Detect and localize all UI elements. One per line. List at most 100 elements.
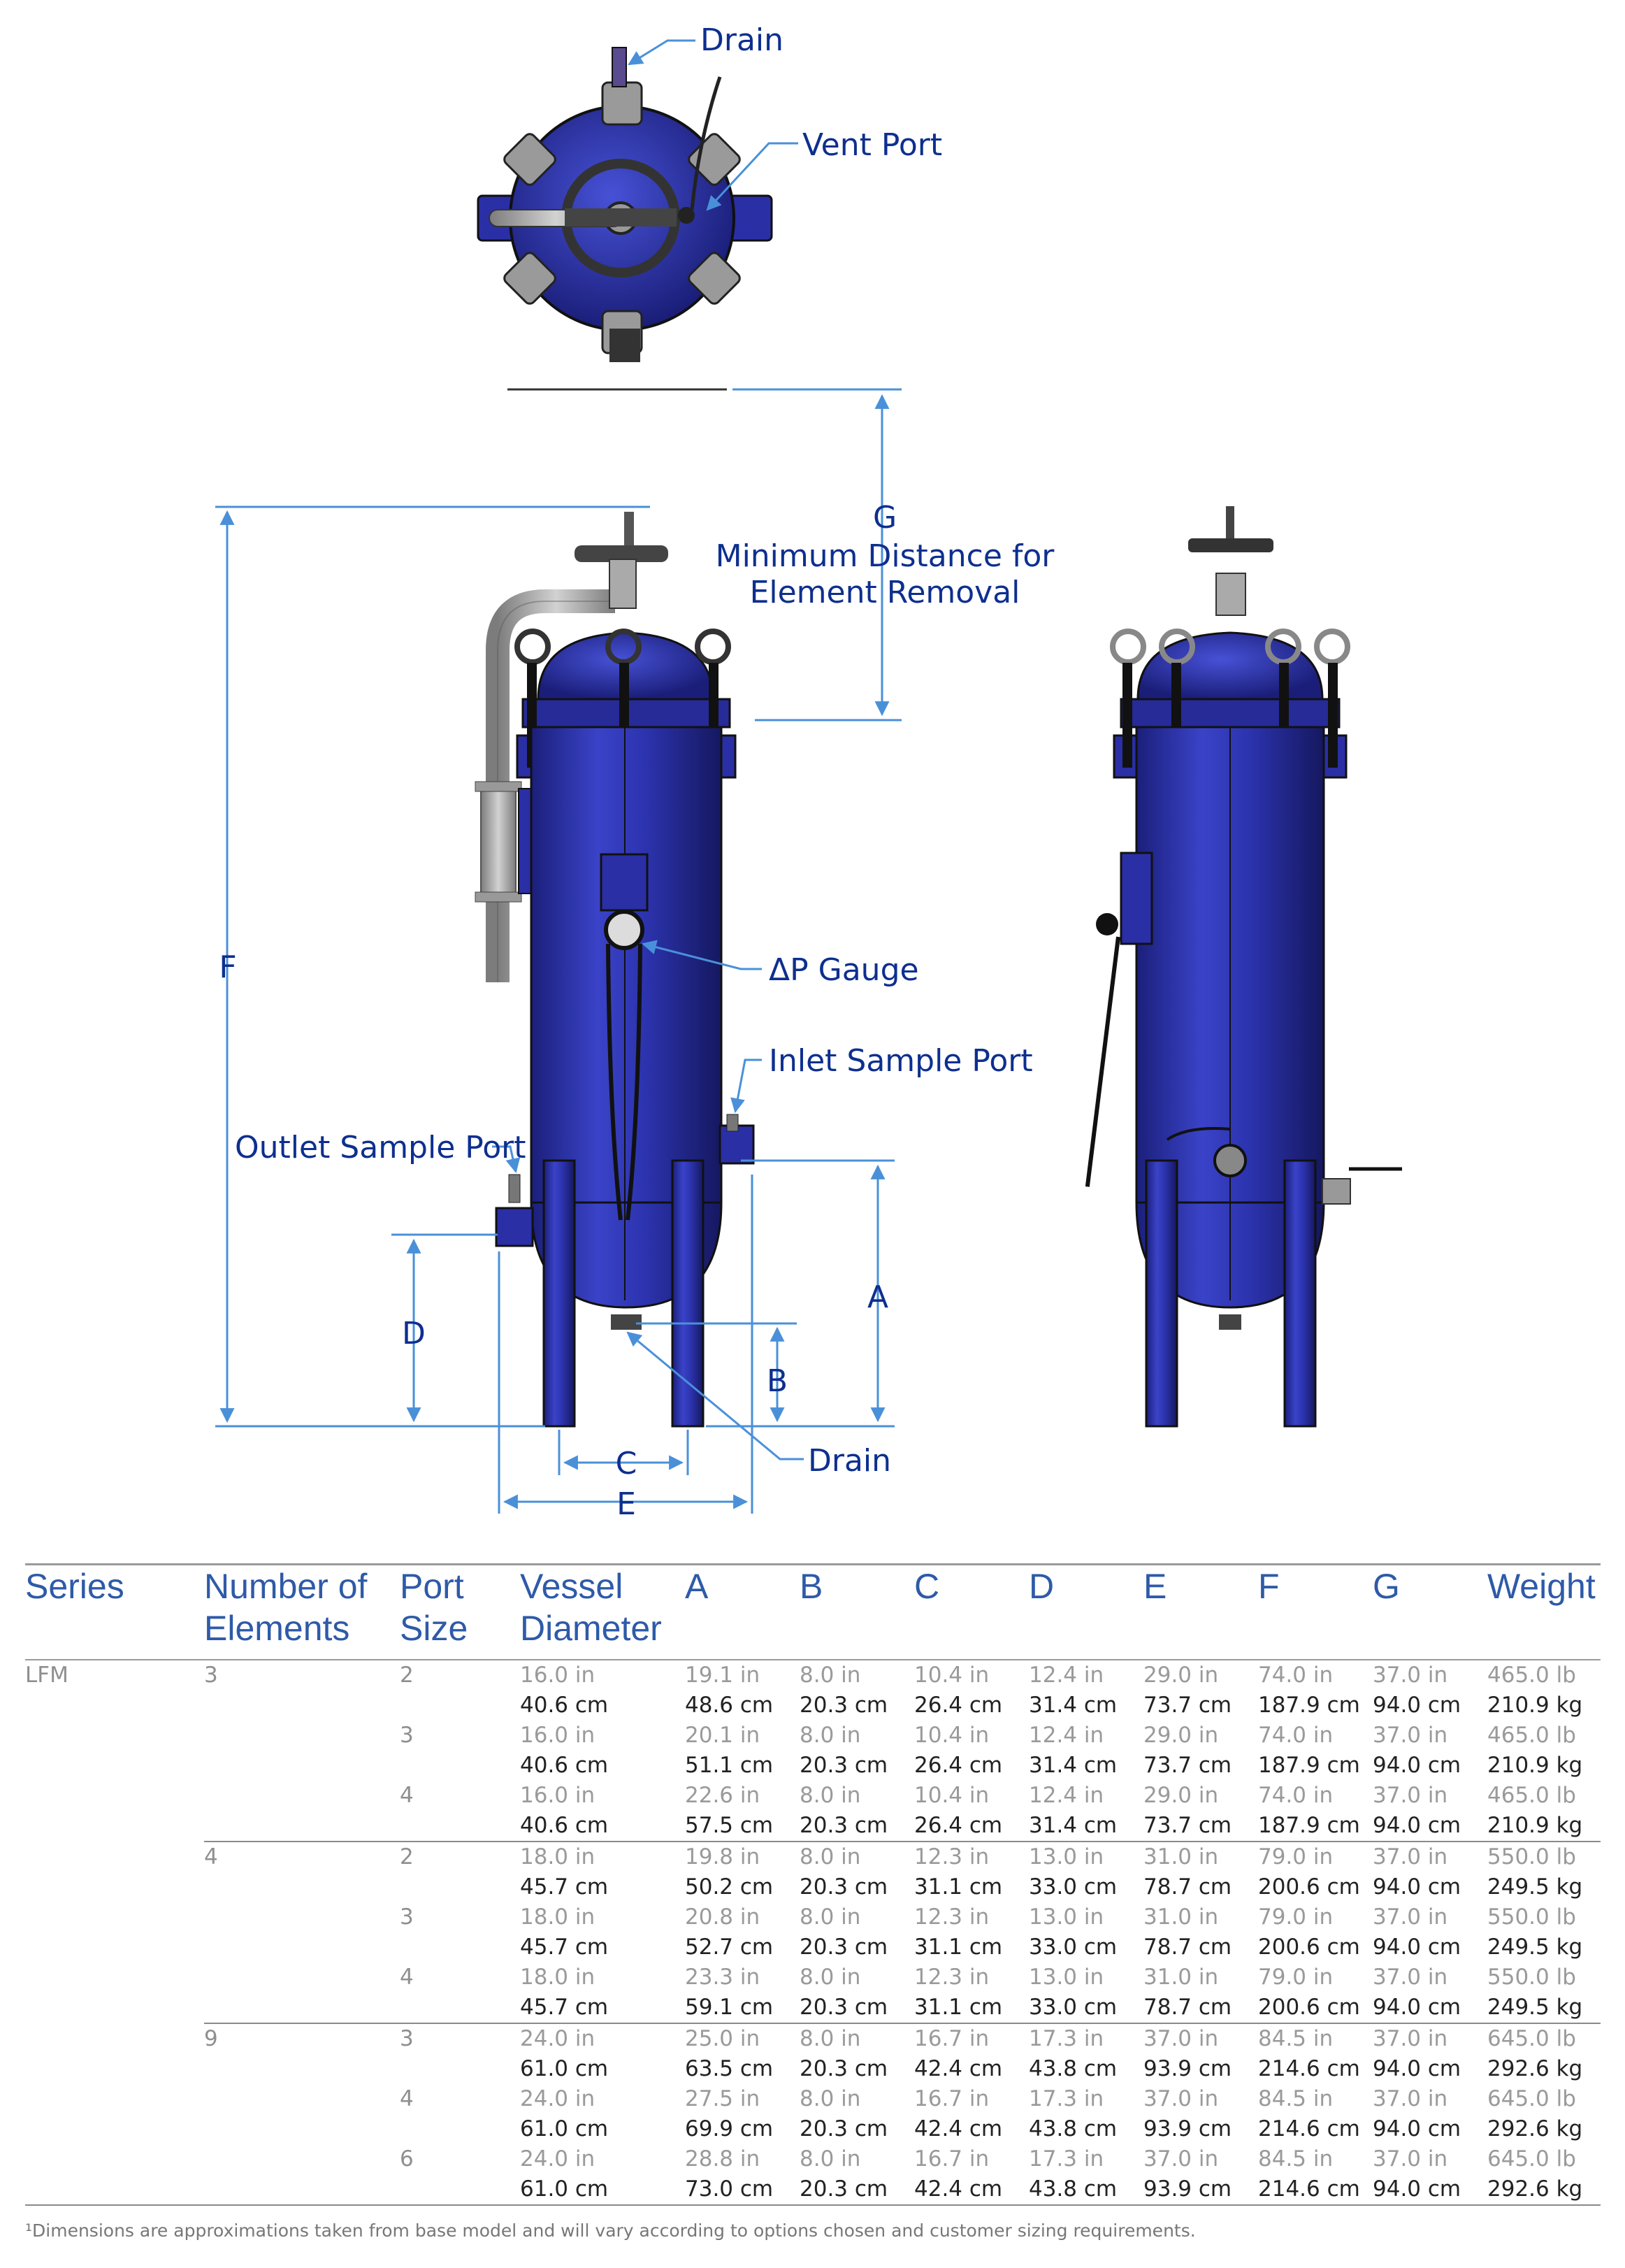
- metric-value: 61.0 cm: [520, 2176, 609, 2202]
- imperial-value: 24.0 in: [520, 2026, 595, 2051]
- metric-value: 20.3 cm: [800, 1693, 888, 1718]
- port-size-cell: 4: [400, 1962, 520, 2024]
- imperial-value: 465.0 lb: [1487, 1783, 1576, 1808]
- metric-value: 42.4 cm: [914, 2116, 1003, 2141]
- metric-value: 93.9 cm: [1143, 2176, 1232, 2202]
- callout-inlet-sample-port: Inlet Sample Port: [769, 1043, 1033, 1079]
- metric-value: 249.5 kg: [1487, 1935, 1583, 1960]
- imperial-value: 84.5 in: [1258, 2146, 1334, 2172]
- header-a: A: [685, 1563, 800, 1660]
- imperial-value: 12.4 in: [1029, 1783, 1104, 1808]
- metric-value: 61.0 cm: [520, 2056, 609, 2081]
- metric-value: 249.5 kg: [1487, 1874, 1583, 1900]
- imperial-value: 20.8 in: [685, 1904, 760, 1930]
- cell-f: 84.5 in 214.6 cm: [1258, 2144, 1373, 2206]
- imperial-value: 12.4 in: [1029, 1663, 1104, 1688]
- metric-value: 51.1 cm: [685, 1753, 774, 1778]
- imperial-value: 18.0 in: [520, 1904, 595, 1930]
- metric-value: 94.0 cm: [1373, 2056, 1461, 2081]
- imperial-value: 37.0 in: [1373, 1663, 1448, 1688]
- header-weight: Weight: [1487, 1563, 1601, 1660]
- imperial-value: 13.0 in: [1029, 1965, 1104, 1990]
- header-b: B: [800, 1563, 914, 1660]
- metric-value: 214.6 cm: [1258, 2176, 1360, 2202]
- metric-value: 42.4 cm: [914, 2176, 1003, 2202]
- metric-value: 20.3 cm: [800, 2176, 888, 2202]
- elements-cell: [204, 1902, 400, 1962]
- metric-value: 20.3 cm: [800, 2116, 888, 2141]
- metric-value: 26.4 cm: [914, 1753, 1003, 1778]
- series-cell: LFM: [25, 1663, 68, 1688]
- imperial-value: 22.6 in: [685, 1783, 760, 1808]
- port-size-cell: 2: [400, 1844, 414, 1869]
- metric-value: 73.7 cm: [1143, 1693, 1232, 1718]
- metric-value: 20.3 cm: [800, 1813, 888, 1838]
- imperial-value: 550.0 lb: [1487, 1844, 1576, 1869]
- metric-value: 94.0 cm: [1373, 1813, 1461, 1838]
- elements-cell: [204, 2144, 400, 2206]
- imperial-value: 12.4 in: [1029, 1723, 1104, 1748]
- imperial-value: 37.0 in: [1143, 2086, 1219, 2111]
- metric-value: 26.4 cm: [914, 1693, 1003, 1718]
- elements-cell: 9: [204, 2026, 218, 2051]
- elements-cell: 4: [204, 1844, 218, 1869]
- imperial-value: 19.1 in: [685, 1663, 760, 1688]
- metric-value: 45.7 cm: [520, 1935, 609, 1960]
- top-view: [477, 47, 773, 362]
- imperial-value: 465.0 lb: [1487, 1663, 1576, 1688]
- imperial-value: 10.4 in: [914, 1783, 990, 1808]
- metric-value: 20.3 cm: [800, 1935, 888, 1960]
- imperial-value: 27.5 in: [685, 2086, 760, 2111]
- callout-g-description-line1: Minimum Distance for: [716, 538, 1055, 574]
- cell-b: 8.0 in 20.3 cm: [800, 1660, 914, 1721]
- callout-outlet-sample-port: Outlet Sample Port: [235, 1130, 526, 1165]
- metric-value: 187.9 cm: [1258, 1693, 1360, 1718]
- dimension-d-label: D: [402, 1316, 426, 1351]
- imperial-value: 16.7 in: [914, 2086, 990, 2111]
- metric-value: 93.9 cm: [1143, 2056, 1232, 2081]
- metric-value: 63.5 cm: [685, 2056, 774, 2081]
- cell-g: 37.0 in 94.0 cm: [1373, 1781, 1487, 1842]
- metric-value: 31.4 cm: [1029, 1753, 1118, 1778]
- metric-value: 20.3 cm: [800, 1995, 888, 2020]
- imperial-value: 8.0 in: [800, 1663, 861, 1688]
- imperial-value: 10.4 in: [914, 1663, 990, 1688]
- imperial-value: 37.0 in: [1373, 1783, 1448, 1808]
- imperial-value: 37.0 in: [1373, 1965, 1448, 1990]
- header-d: D: [1029, 1563, 1143, 1660]
- metric-value: 78.7 cm: [1143, 1995, 1232, 2020]
- cell-vessel: 18.0 in 45.7 cm: [520, 1902, 685, 1962]
- cell-f: 74.0 in 187.9 cm: [1258, 1660, 1373, 1721]
- imperial-value: 74.0 in: [1258, 1663, 1334, 1688]
- imperial-value: 12.3 in: [914, 1965, 990, 1990]
- imperial-value: 37.0 in: [1373, 2086, 1448, 2111]
